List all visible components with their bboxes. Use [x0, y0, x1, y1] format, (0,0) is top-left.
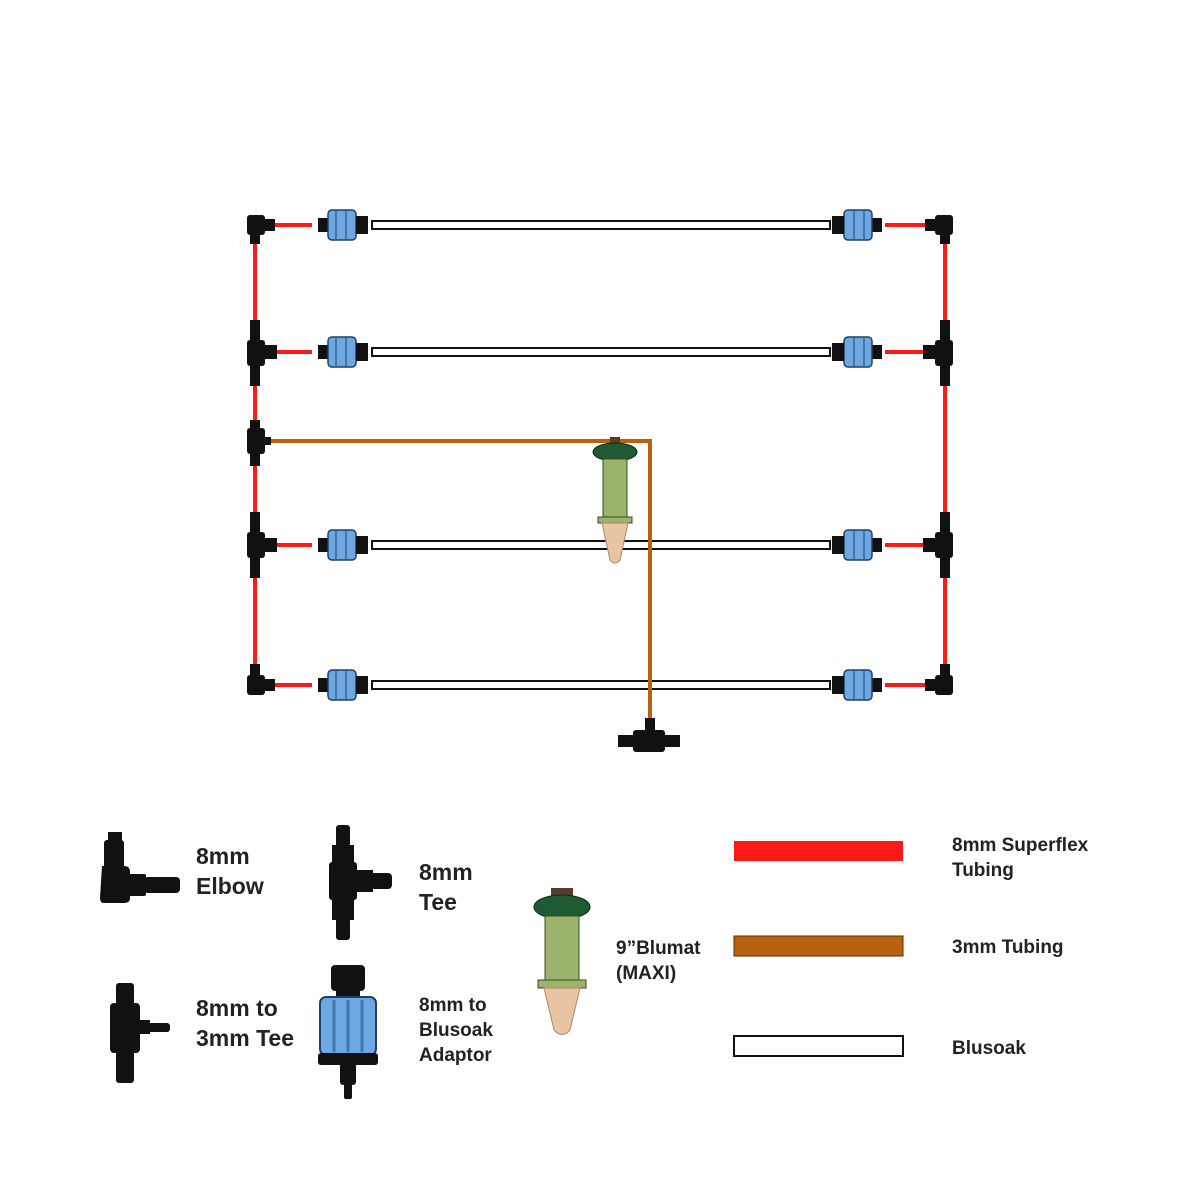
tee-label-line2: Tee — [419, 889, 457, 915]
elbow-fitting-icon — [100, 832, 180, 903]
blumat-legend-icon — [533, 888, 591, 1035]
elbow-label-line2: Elbow — [196, 873, 264, 899]
tubing-3mm-label: 3mm Tubing — [952, 935, 1064, 960]
blumat-label-line2: (MAXI) — [616, 963, 677, 984]
tee-label-line1: 8mm — [419, 859, 473, 885]
reducer-tee-label-line2: 3mm Tee — [196, 1025, 295, 1051]
blusoak-adaptor-icon — [318, 965, 378, 1099]
superflex-label: 8mm Superflex Tubing — [952, 833, 1088, 883]
blumat-label: 9”Blumat (MAXI) — [616, 936, 700, 986]
tubing-3mm-label-line1: 3mm Tubing — [952, 937, 1064, 958]
blusoak-label: Blusoak — [952, 1036, 1026, 1061]
adaptor-label-line3: Adaptor — [419, 1045, 492, 1066]
reducer-tee-label-line1: 8mm to — [196, 995, 278, 1021]
reducer-tee-label: 8mm to 3mm Tee — [196, 993, 294, 1053]
superflex-label-line2: Tubing — [952, 860, 1014, 881]
blumat-sensor-icon — [592, 437, 638, 564]
right-fittings — [923, 215, 953, 695]
adaptor-label-line2: Blusoak — [419, 1020, 493, 1041]
blusoak-label-line1: Blusoak — [952, 1038, 1026, 1059]
tee-label: 8mm Tee — [419, 857, 473, 917]
bottom-reducer-tee — [618, 718, 680, 752]
tubing-3mm — [262, 439, 652, 720]
blumat-label-line1: 9”Blumat — [616, 938, 701, 959]
tubing-3mm-swatch — [733, 935, 904, 957]
elbow-label-line1: 8mm — [196, 843, 250, 869]
reducer-tee-icon — [110, 983, 170, 1083]
blusoak-swatch — [733, 1035, 904, 1057]
elbow-label: 8mm Elbow — [196, 841, 264, 901]
superflex-label-line1: 8mm Superflex — [952, 835, 1089, 856]
adaptor-label: 8mm to Blusoak Adaptor — [419, 993, 493, 1068]
tee-fitting-icon — [329, 825, 392, 940]
superflex-swatch — [734, 841, 903, 861]
adaptor-label-line1: 8mm to — [419, 995, 487, 1016]
blusoak-lines — [371, 220, 831, 690]
left-fittings — [247, 215, 277, 695]
